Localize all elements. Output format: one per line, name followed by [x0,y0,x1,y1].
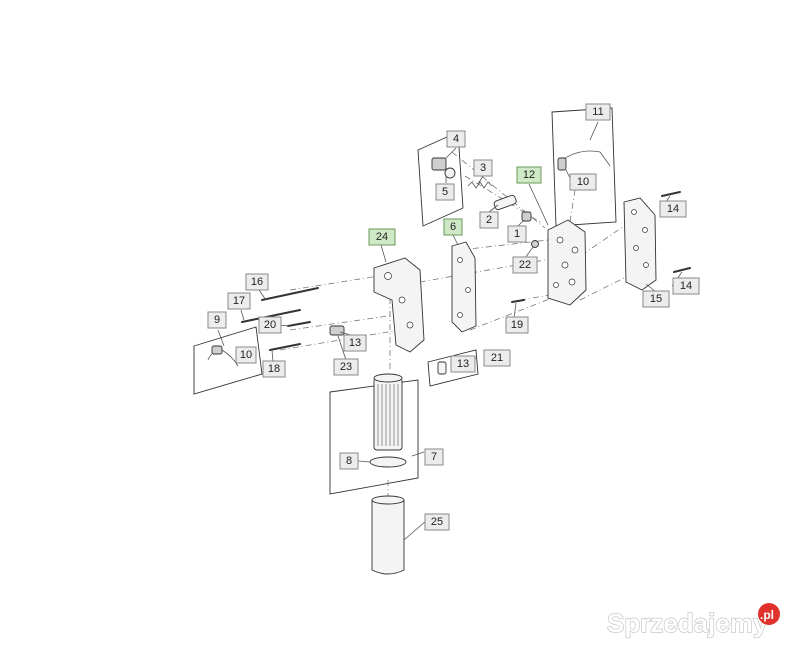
callout-23: 23 [333,358,359,376]
callout-15: 15 [642,290,670,308]
part-o-ring-8 [369,456,407,468]
inset-frame-4 [417,131,464,227]
part-bolt-14-upper [661,191,681,197]
part-bolt-20 [287,321,311,327]
svg-text:13: 13 [349,337,361,349]
callout-18: 18 [262,360,286,378]
svg-text:17: 17 [233,295,245,307]
callout-19: 19 [505,316,529,334]
callout-20: 20 [258,316,282,334]
svg-text:12: 12 [523,169,535,181]
part-cover-15 [623,197,657,291]
callout-2: 2 [479,211,499,229]
part-plunger-2 [493,194,517,211]
callout-1: 1 [507,225,527,243]
callout-8: 8 [339,452,359,470]
svg-text:22: 22 [519,259,531,271]
callout-14-lower: 14 [672,277,700,295]
watermark-logo: Sprzedajemy .pl [606,603,780,639]
svg-text:18: 18 [268,363,280,375]
part-bolt-14-lower [673,267,691,273]
svg-text:19: 19 [511,319,523,331]
callout-6: 6 [443,218,463,236]
svg-text:14: 14 [680,280,692,292]
part-filter-bowl-25 [371,499,405,575]
svg-text:2: 2 [486,214,492,226]
callout-16: 16 [245,273,269,291]
callout-7: 7 [424,448,444,466]
callout-10-upper: 10 [569,173,597,191]
callout-24: 24 [368,228,396,246]
part-seal-5 [444,167,456,179]
part-fitting-4 [431,157,447,171]
callout-13-left: 13 [343,334,367,352]
part-valve-body-24 [373,257,425,353]
svg-text:4: 4 [453,133,459,145]
svg-text:10: 10 [240,349,252,361]
watermark-suffix: .pl [760,608,774,622]
callout-9: 9 [207,311,227,329]
svg-text:5: 5 [442,186,448,198]
callout-22: 22 [512,256,538,274]
callout-25: 25 [424,513,450,531]
part-bolt-18 [269,343,301,351]
callout-4: 4 [446,130,466,148]
part-bolt-16 [261,287,319,301]
callout-13-inset: 13 [450,355,476,373]
part-gasket-6 [451,241,477,333]
callout-10-lower: 10 [235,346,257,364]
svg-text:20: 20 [264,319,276,331]
part-fitting-13-inset [437,361,447,375]
svg-text:21: 21 [491,352,503,364]
svg-text:7: 7 [431,451,437,463]
svg-text:1: 1 [514,228,520,240]
svg-text:3: 3 [480,162,486,174]
part-bolt-17 [241,309,301,323]
callout-14-upper: 14 [659,200,687,218]
svg-text:24: 24 [376,231,388,243]
svg-text:25: 25 [431,516,443,528]
svg-text:16: 16 [251,276,263,288]
callout-17: 17 [227,292,251,310]
part-fitting-23 [329,325,345,336]
part-plug-1 [521,211,532,222]
part-sensor-harness-10-upper [561,150,611,167]
svg-text:10: 10 [577,176,589,188]
svg-text:8: 8 [346,455,352,467]
callout-3: 3 [473,159,493,177]
svg-text:15: 15 [650,293,662,305]
callout-21: 21 [483,349,511,367]
callout-5: 5 [435,183,455,201]
svg-text:14: 14 [667,203,679,215]
watermark-dot [758,603,780,625]
svg-text:9: 9 [214,314,220,326]
svg-text:6: 6 [450,221,456,233]
watermark-text: Sprzedajemy [607,608,768,638]
svg-text:23: 23 [340,361,352,373]
part-bolt-19 [511,299,525,303]
callout-11: 11 [585,103,611,121]
part-spring-3 [467,181,493,189]
part-bolt-22 [531,240,539,248]
svg-text:11: 11 [592,106,603,118]
callout-12: 12 [516,166,542,184]
svg-text:13: 13 [457,358,469,370]
inset-frame-9 [193,326,263,395]
